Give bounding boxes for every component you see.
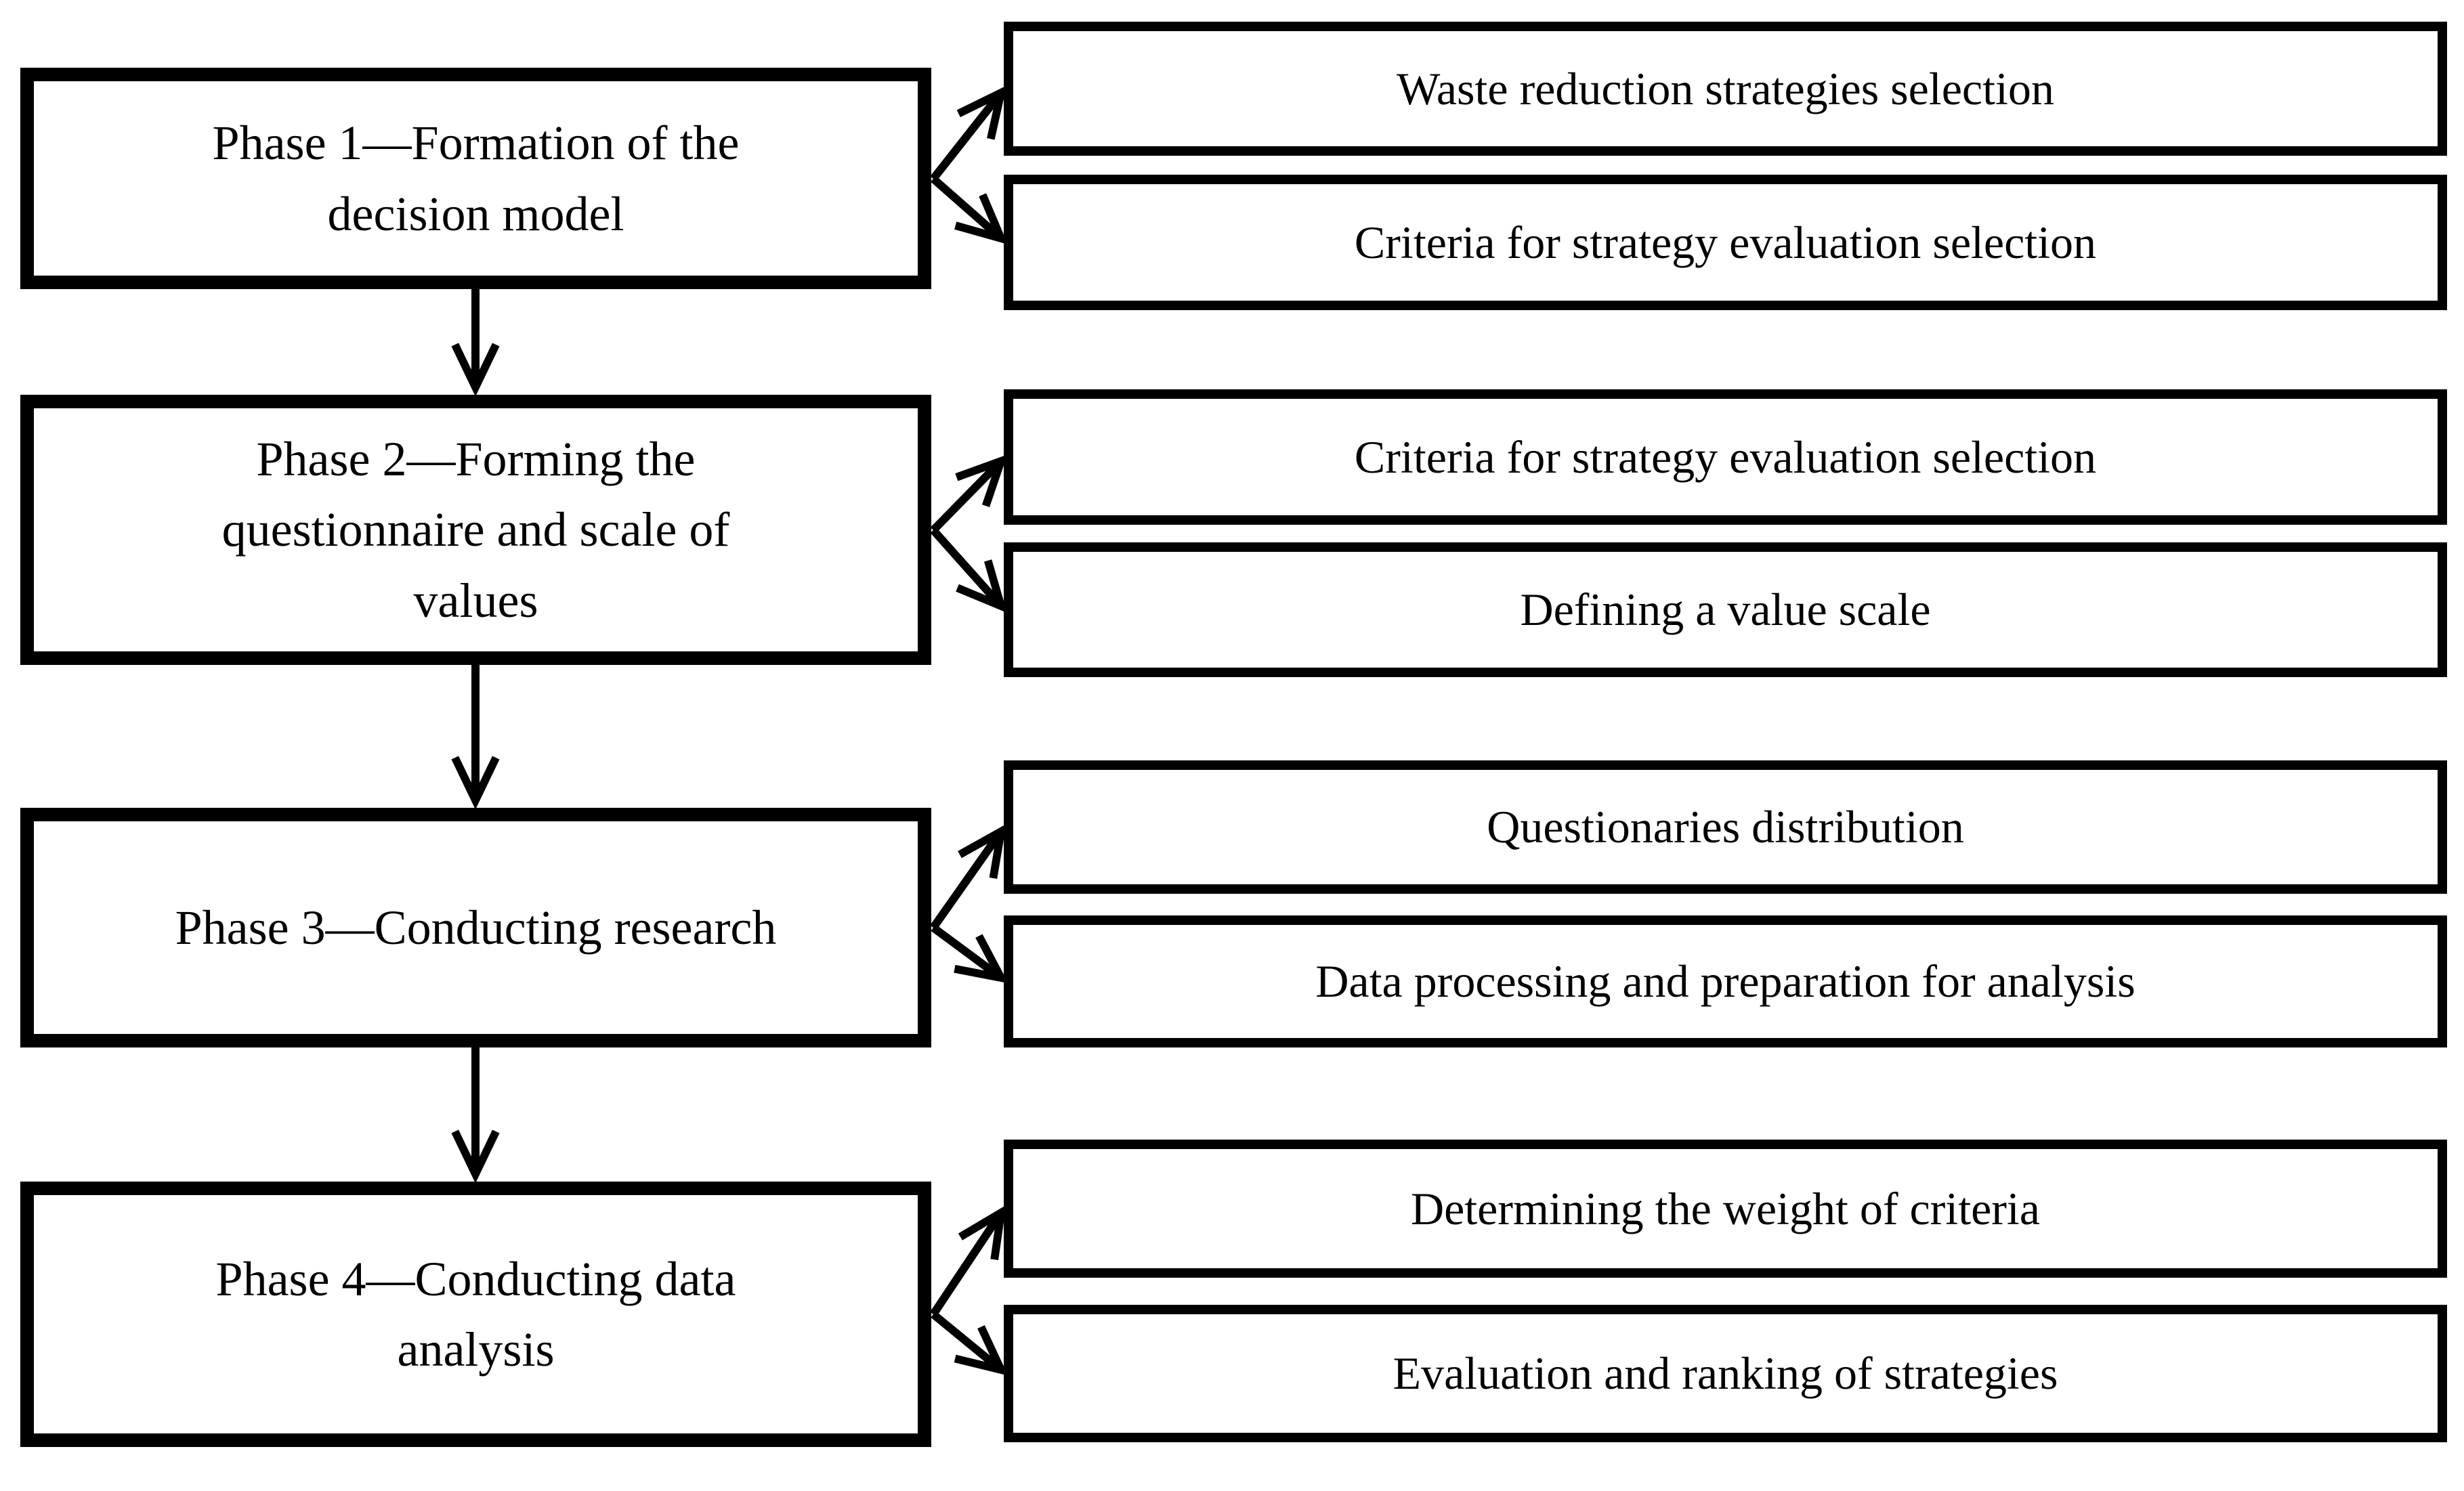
output-box-criteria-selection-2: Criteria for strategy evaluation selecti… (1004, 389, 2447, 525)
phase-2-label-line3: values (413, 573, 538, 628)
output-label: Data processing and preparation for anal… (1315, 955, 2136, 1008)
arrow-phase3-to-output2 (931, 924, 1001, 978)
phase-1-label-line2: decision model (327, 186, 624, 241)
output-label: Criteria for strategy evaluation selecti… (1354, 431, 2097, 483)
arrow-phase2-to-output1 (930, 461, 1001, 534)
phase-2-label-line1: Phase 2—Forming the (256, 431, 696, 486)
output-box-determining-weights: Determining the weight of criteria (1004, 1140, 2447, 1278)
output-label: Evaluation and ranking of strategies (1393, 1347, 2058, 1400)
arrow-phase2-to-output2 (930, 527, 1001, 606)
phase-4-label-line1: Phase 4—Conducting data (215, 1251, 736, 1306)
output-label: Criteria for strategy evaluation selecti… (1354, 216, 2097, 268)
arrow-phase3-to-output1 (930, 831, 1001, 930)
output-box-waste-reduction-strategies: Waste reduction strategies selection (1004, 22, 2447, 156)
output-box-data-processing: Data processing and preparation for anal… (1004, 915, 2447, 1047)
output-label: Determining the weight of criteria (1411, 1182, 2040, 1234)
phase-4-box: Phase 4—Conducting data analysis (20, 1182, 931, 1447)
output-box-evaluation-ranking: Evaluation and ranking of strategies (1004, 1305, 2447, 1442)
output-label: Defining a value scale (1520, 584, 1931, 636)
phase-3-box: Phase 3—Conducting research (20, 808, 931, 1047)
phase-2-label-line2: questionnaire and scale of (221, 502, 730, 557)
arrow-phase1-to-output2 (931, 175, 1001, 238)
arrow-phase4-to-output1 (930, 1213, 1001, 1317)
phase-3-label-line1: Phase 3—Conducting research (175, 900, 777, 955)
phase-1-box: Phase 1—Formation of the decision model (20, 68, 931, 289)
phase-2-box: Phase 2—Forming the questionnaire and sc… (20, 395, 931, 665)
phase-4-label-line2: analysis (397, 1322, 555, 1377)
output-box-questionaries-distribution: Questionaries distribution (1004, 760, 2447, 894)
output-box-defining-value-scale: Defining a value scale (1004, 542, 2447, 677)
arrow-phase1-to-output1 (930, 93, 1001, 181)
output-label: Questionaries distribution (1487, 801, 1964, 853)
output-box-criteria-selection-1: Criteria for strategy evaluation selecti… (1004, 175, 2447, 310)
output-label: Waste reduction strategies selection (1397, 62, 2054, 114)
arrow-phase4-to-output2 (931, 1311, 1001, 1370)
phase-1-label-line1: Phase 1—Formation of the (212, 116, 740, 171)
